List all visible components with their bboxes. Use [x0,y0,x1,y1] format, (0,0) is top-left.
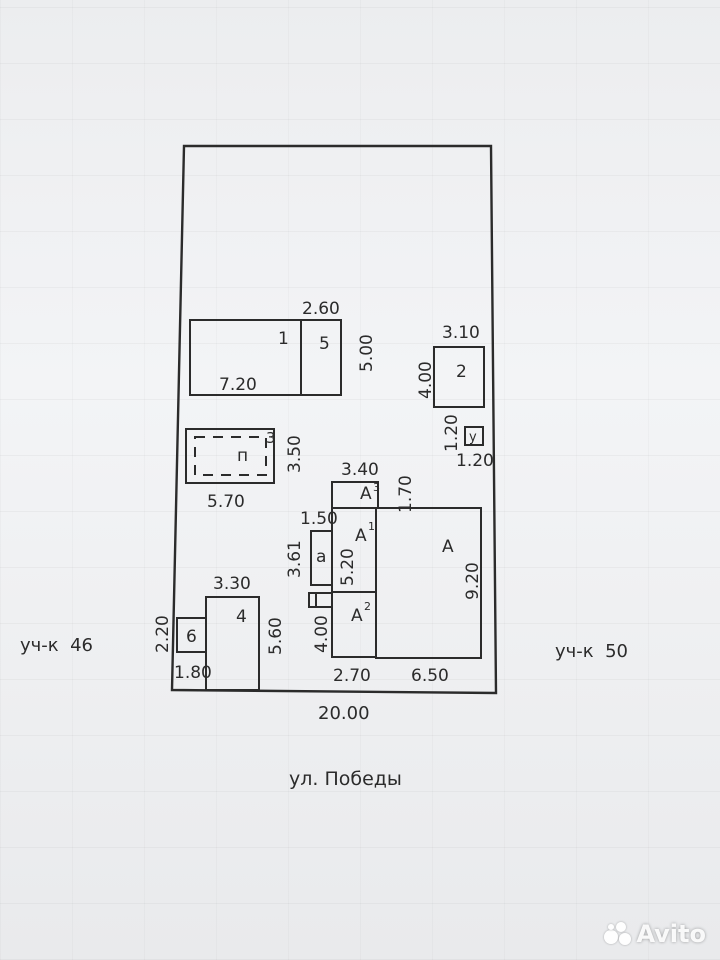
dim-1-70: 1.70 [396,475,416,513]
avito-watermark: Avito [604,920,706,948]
dim-5-70: 5.70 [207,492,245,512]
building-4 [205,596,260,691]
dim-plot-width: 20.00 [318,703,370,724]
label-annex-a3-sup: 3 [373,481,380,494]
building-6 [176,617,207,653]
label-building-3: 3 [266,429,276,447]
dim-4-00-annex-a2: 4.00 [312,615,332,653]
dim-5-60: 5.60 [266,617,286,655]
label-building-2: 2 [456,362,467,382]
dim-2-60: 2.60 [302,299,340,319]
dim-3-50: 3.50 [285,435,305,473]
dim-7-20: 7.20 [219,375,257,395]
dim-5-00: 5.00 [357,334,377,372]
label-annex-a2: A [351,606,363,626]
building-1 [189,319,342,396]
dim-1-20-vertical: 1.20 [442,414,462,452]
dim-2-70: 2.70 [333,666,371,686]
label-veranda-a: a [316,547,326,567]
neighbor-right-label: уч-к 50 [555,641,628,662]
pit-outline [194,436,267,476]
label-annex-a2-sup: 2 [364,600,371,613]
dim-6-50: 6.50 [411,666,449,686]
neighbor-left-label: уч-к 46 [20,635,93,656]
label-annex-a1-sup: 1 [368,520,375,533]
structure-u [464,426,484,446]
label-annex-a3: A [360,484,372,504]
street-name: ул. Победы [289,768,402,790]
dim-3-30: 3.30 [213,574,251,594]
dim-3-61: 3.61 [285,540,305,578]
plot-boundary [170,144,498,695]
label-building-1: 1 [278,329,289,349]
porch [308,592,333,608]
dim-5-20: 5.20 [338,548,358,586]
dim-9-20: 9.20 [463,562,483,600]
veranda-a [310,530,333,586]
label-structure-u: у [469,430,477,445]
label-building-4: 4 [236,607,247,627]
label-building-6: 6 [186,627,197,647]
dim-1-20-horizontal: 1.20 [456,451,494,471]
dim-2-20: 2.20 [153,615,173,653]
main-house-a [375,507,482,659]
avito-wordmark: Avito [636,920,706,948]
dim-3-10: 3.10 [442,323,480,343]
label-annex-a1: A [355,526,367,546]
label-main-house-a: A [442,537,454,557]
dim-1-80: 1.80 [174,663,212,683]
dim-1-50: 1.50 [300,509,338,529]
building-2 [433,346,485,408]
building-3 [185,428,275,484]
avito-logo-icon [604,922,632,946]
dim-3-40: 3.40 [341,460,379,480]
dim-4-00-building-2: 4.00 [416,361,436,399]
label-pit: п [237,446,248,466]
label-building-5: 5 [319,334,330,354]
